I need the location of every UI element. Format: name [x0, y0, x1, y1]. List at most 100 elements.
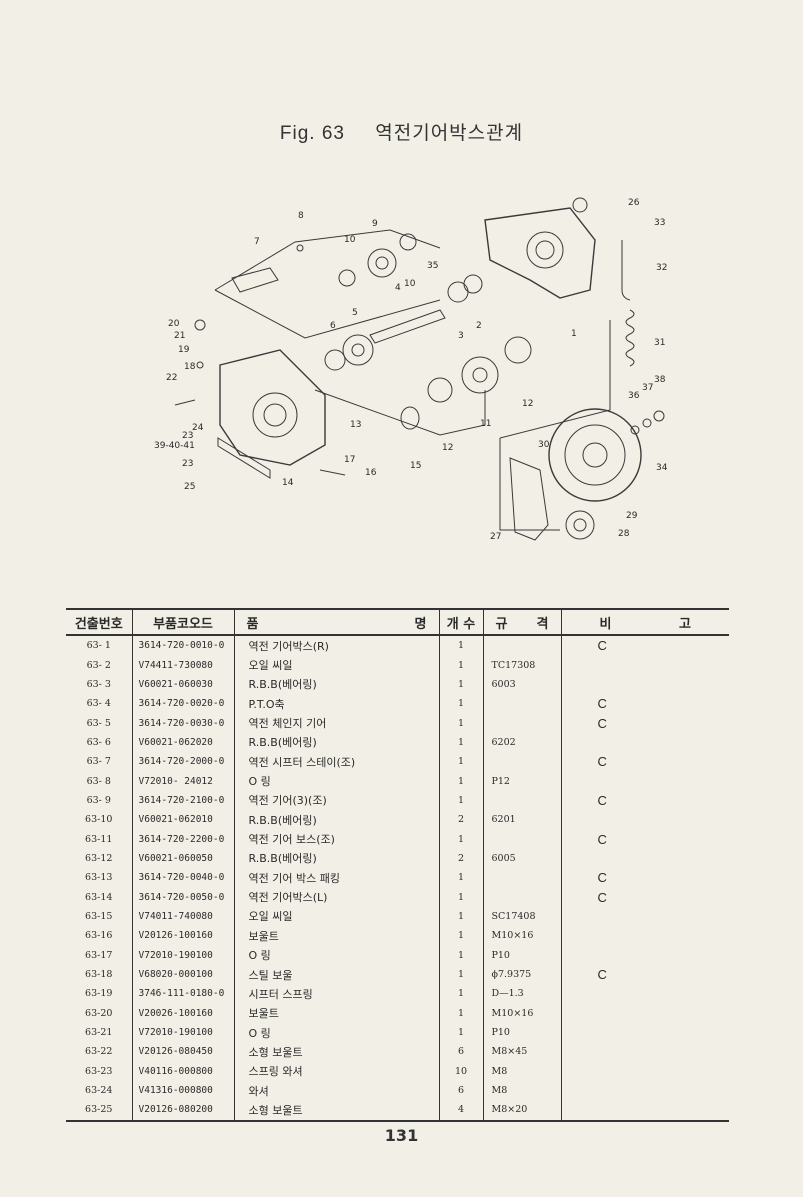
callout-label: 2 [476, 321, 482, 331]
cell-code: V20126-100160 [131, 926, 234, 946]
cell-code: V68020-000100 [131, 964, 234, 985]
cell-remark [560, 1003, 729, 1023]
cell-qty: 4 [438, 1100, 483, 1122]
cell-spec: P10 [482, 1022, 561, 1043]
cell-name: 역전 기어 박스 패킹 [233, 868, 439, 888]
callout-label: 37 [642, 383, 653, 393]
cell-code: V74411-730080 [131, 655, 234, 675]
callout-label: 3 [458, 331, 464, 341]
cell-code: V41316-000800 [131, 1080, 234, 1101]
cell-code: 3614-720-0010-0 [131, 635, 234, 656]
cell-name: 역전 기어 보스(조) [233, 829, 439, 849]
callout-label: 7 [254, 237, 260, 247]
cell-qty: 2 [438, 848, 483, 869]
cell-qty: 1 [438, 1003, 483, 1023]
cell-spec [482, 829, 561, 849]
callout-label: 38 [654, 375, 666, 385]
cell-spec [482, 635, 561, 656]
cell-remark [560, 732, 729, 753]
exploded-view-drawing: 8 9 7 10 10 35 26 33 32 4 20 21 19 18 22… [154, 197, 668, 542]
cell-no: 63- 5 [86, 717, 111, 729]
cell-no: 63-11 [85, 833, 113, 845]
cell-no: 63-10 [85, 814, 113, 826]
cell-no: 63-24 [85, 1085, 113, 1097]
cell-remark: C [560, 868, 729, 888]
cell-code: V72010-190100 [131, 945, 234, 965]
cell-code: V20126-080450 [131, 1042, 234, 1062]
cell-code: V74011-740080 [131, 906, 234, 927]
cell-no: 63-19 [85, 988, 113, 1000]
callout-label: 21 [174, 331, 185, 341]
cell-spec [482, 868, 561, 888]
cell-qty: 6 [438, 1042, 483, 1062]
callout-label: 4 [395, 283, 401, 293]
cell-no: 63-14 [85, 891, 113, 903]
callout-label: 32 [656, 263, 667, 273]
callout-label: 29 [626, 511, 638, 521]
cell-spec: SC17408 [482, 906, 561, 927]
cell-qty: 1 [438, 713, 483, 733]
cell-spec: M10×16 [482, 926, 561, 946]
figure-caption: 역전기어박스관계 [375, 123, 524, 144]
figure-number: Fig. 63 [279, 123, 345, 144]
cell-name: 보울트 [233, 926, 439, 946]
cell-no: 63- 7 [86, 756, 111, 768]
cell-no: 63-12 [85, 852, 113, 864]
cell-qty: 10 [438, 1061, 483, 1081]
cell-no: 63-18 [85, 969, 113, 981]
callout-label: 24 [192, 423, 204, 433]
cell-code: 3746-111-0180-0 [131, 984, 234, 1004]
exploded-parts-diagram: 8 9 7 10 10 35 26 33 32 4 20 21 19 18 22… [140, 180, 680, 560]
cell-code: V60021-060050 [131, 848, 234, 869]
cell-no: 63- 8 [86, 775, 111, 787]
cell-code: 3614-720-0050-0 [131, 887, 234, 907]
cell-name: 오일 씨일 [233, 655, 439, 675]
callout-label: 18 [184, 362, 196, 372]
callout-label: 28 [618, 529, 630, 539]
callout-label: 31 [654, 338, 665, 348]
cell-spec: 6201 [482, 810, 561, 830]
cell-code: V40116-000800 [131, 1061, 234, 1081]
cell-spec: M8 [482, 1061, 561, 1081]
cell-no: 63- 2 [86, 659, 111, 671]
cell-name: R.B.B(베어링) [233, 732, 439, 753]
callout-label: 12 [442, 443, 453, 453]
cell-remark [560, 945, 729, 965]
callout-label: 36 [628, 391, 640, 401]
cell-spec: M8 [482, 1080, 561, 1101]
cell-remark [560, 1061, 729, 1081]
cell-remark: C [560, 790, 729, 811]
cell-remark [560, 674, 729, 695]
cell-name: 소형 보울트 [233, 1042, 439, 1062]
callout-label: 39-40-41 [154, 441, 195, 451]
callout-label: 13 [350, 420, 361, 430]
cell-code: V20126-080200 [131, 1100, 234, 1122]
callout-label: 30 [538, 440, 550, 450]
cell-qty: 1 [438, 771, 483, 791]
cell-no: 63- 1 [86, 640, 111, 652]
cell-remark: C [560, 713, 729, 733]
callout-label: 16 [365, 468, 377, 478]
cell-qty: 1 [438, 868, 483, 888]
callout-label: 25 [184, 482, 195, 492]
cell-no: 63- 4 [86, 698, 111, 710]
cell-remark: C [560, 887, 729, 907]
cell-no: 63-17 [85, 949, 113, 961]
